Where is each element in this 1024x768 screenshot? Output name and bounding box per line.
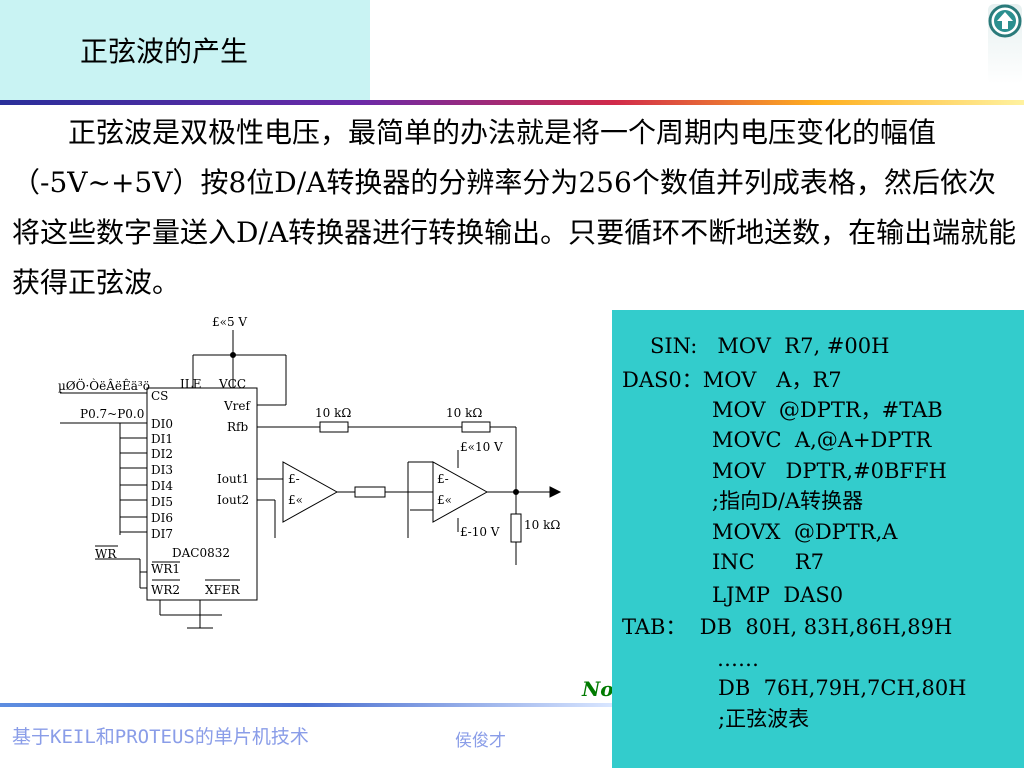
pin-di5: DI5 (151, 495, 173, 509)
opamp2-minus: £- (437, 472, 449, 486)
pin-iout1: Iout1 (217, 472, 249, 486)
code-line: DAS0：MOV A，R7 (622, 368, 842, 392)
opamp1-minus: £- (288, 472, 300, 486)
slide-title: 正弦波的产生 (80, 35, 249, 68)
code-line: MOVX @DPTR,A (712, 520, 898, 544)
port-label: P0.7~P0.0 (80, 407, 144, 421)
positive-supply-label: £«10 V (460, 440, 503, 454)
code-line: MOV @DPTR，#TAB (712, 398, 943, 422)
code-line: TAB： DB 80H, 83H,86H,89H (622, 615, 953, 639)
pin-di1: DI1 (151, 432, 173, 446)
footer-author: 侯俊才 (455, 731, 506, 751)
pin-di6: DI6 (151, 511, 173, 525)
pin-xfer: XFER (205, 583, 241, 597)
pin-di7: DI7 (151, 527, 173, 541)
home-up-arrow-icon[interactable] (988, 4, 1022, 84)
wr-label: WR (95, 547, 117, 561)
opamp1-plus: £« (288, 493, 303, 507)
pin-wr1: WR1 (151, 562, 180, 576)
footer-divider (0, 703, 612, 707)
resistor-2-label: 10 kΩ (446, 406, 482, 420)
code-line: ;正弦波表 (718, 707, 810, 731)
address-decode-label: µØÖ·ÒëÂëÊä³ö (58, 377, 150, 393)
opamp2-plus: £« (437, 493, 452, 507)
pin-iout2: Iout2 (217, 493, 249, 507)
code-line: …… (717, 647, 759, 671)
vcc-supply-label: £«5 V (212, 315, 247, 329)
code-line: INC R7 (712, 550, 824, 574)
pin-di0: DI0 (151, 417, 173, 431)
pin-wr2: WR2 (151, 583, 180, 597)
resistor-1-label: 10 kΩ (315, 406, 351, 420)
pin-cs: CS (151, 389, 168, 403)
pin-di2: DI2 (151, 447, 173, 461)
chip-label: DAC0832 (172, 546, 230, 560)
code-line: ;指向D/A转换器 (712, 489, 864, 513)
code-panel: SIN: MOV R7, #00H DAS0：MOV A，R7 MOV @DPT… (612, 310, 1024, 768)
code-line: LJMP DAS0 (712, 583, 844, 607)
pin-ile: ILE (180, 377, 201, 391)
dac-circuit-diagram: £«5 V µØÖ·ÒëÂëÊä³ö P0.7~P0.0 CS DI0 DI1 … (58, 315, 562, 629)
pin-vcc: VCC (218, 377, 246, 391)
description-paragraph: 正弦波是双极性电压，最简单的办法就是将一个周期内电压变化的幅值（-5V~+5V）… (12, 116, 1017, 299)
code-line: MOVC A,@A+DPTR (712, 428, 932, 452)
pin-di4: DI4 (151, 479, 173, 493)
title-panel: 正弦波的产生 (0, 0, 370, 100)
pin-di3: DI3 (151, 463, 173, 477)
title-divider (0, 100, 1024, 105)
code-line: MOV DPTR,#0BFFH (712, 459, 947, 483)
negative-supply-label: £-10 V (460, 525, 500, 539)
code-line: DB 76H,79H,7CH,80H (718, 676, 967, 700)
resistor-3-label: 10 kΩ (524, 518, 560, 532)
footer-course-title: 基于KEIL和PROTEUS的单片机技术 (12, 726, 309, 748)
pin-vref: Vref (223, 399, 252, 413)
pin-rfb: Rfb (227, 420, 248, 434)
note-text: No (582, 677, 614, 701)
code-line: SIN: MOV R7, #00H (650, 334, 890, 358)
